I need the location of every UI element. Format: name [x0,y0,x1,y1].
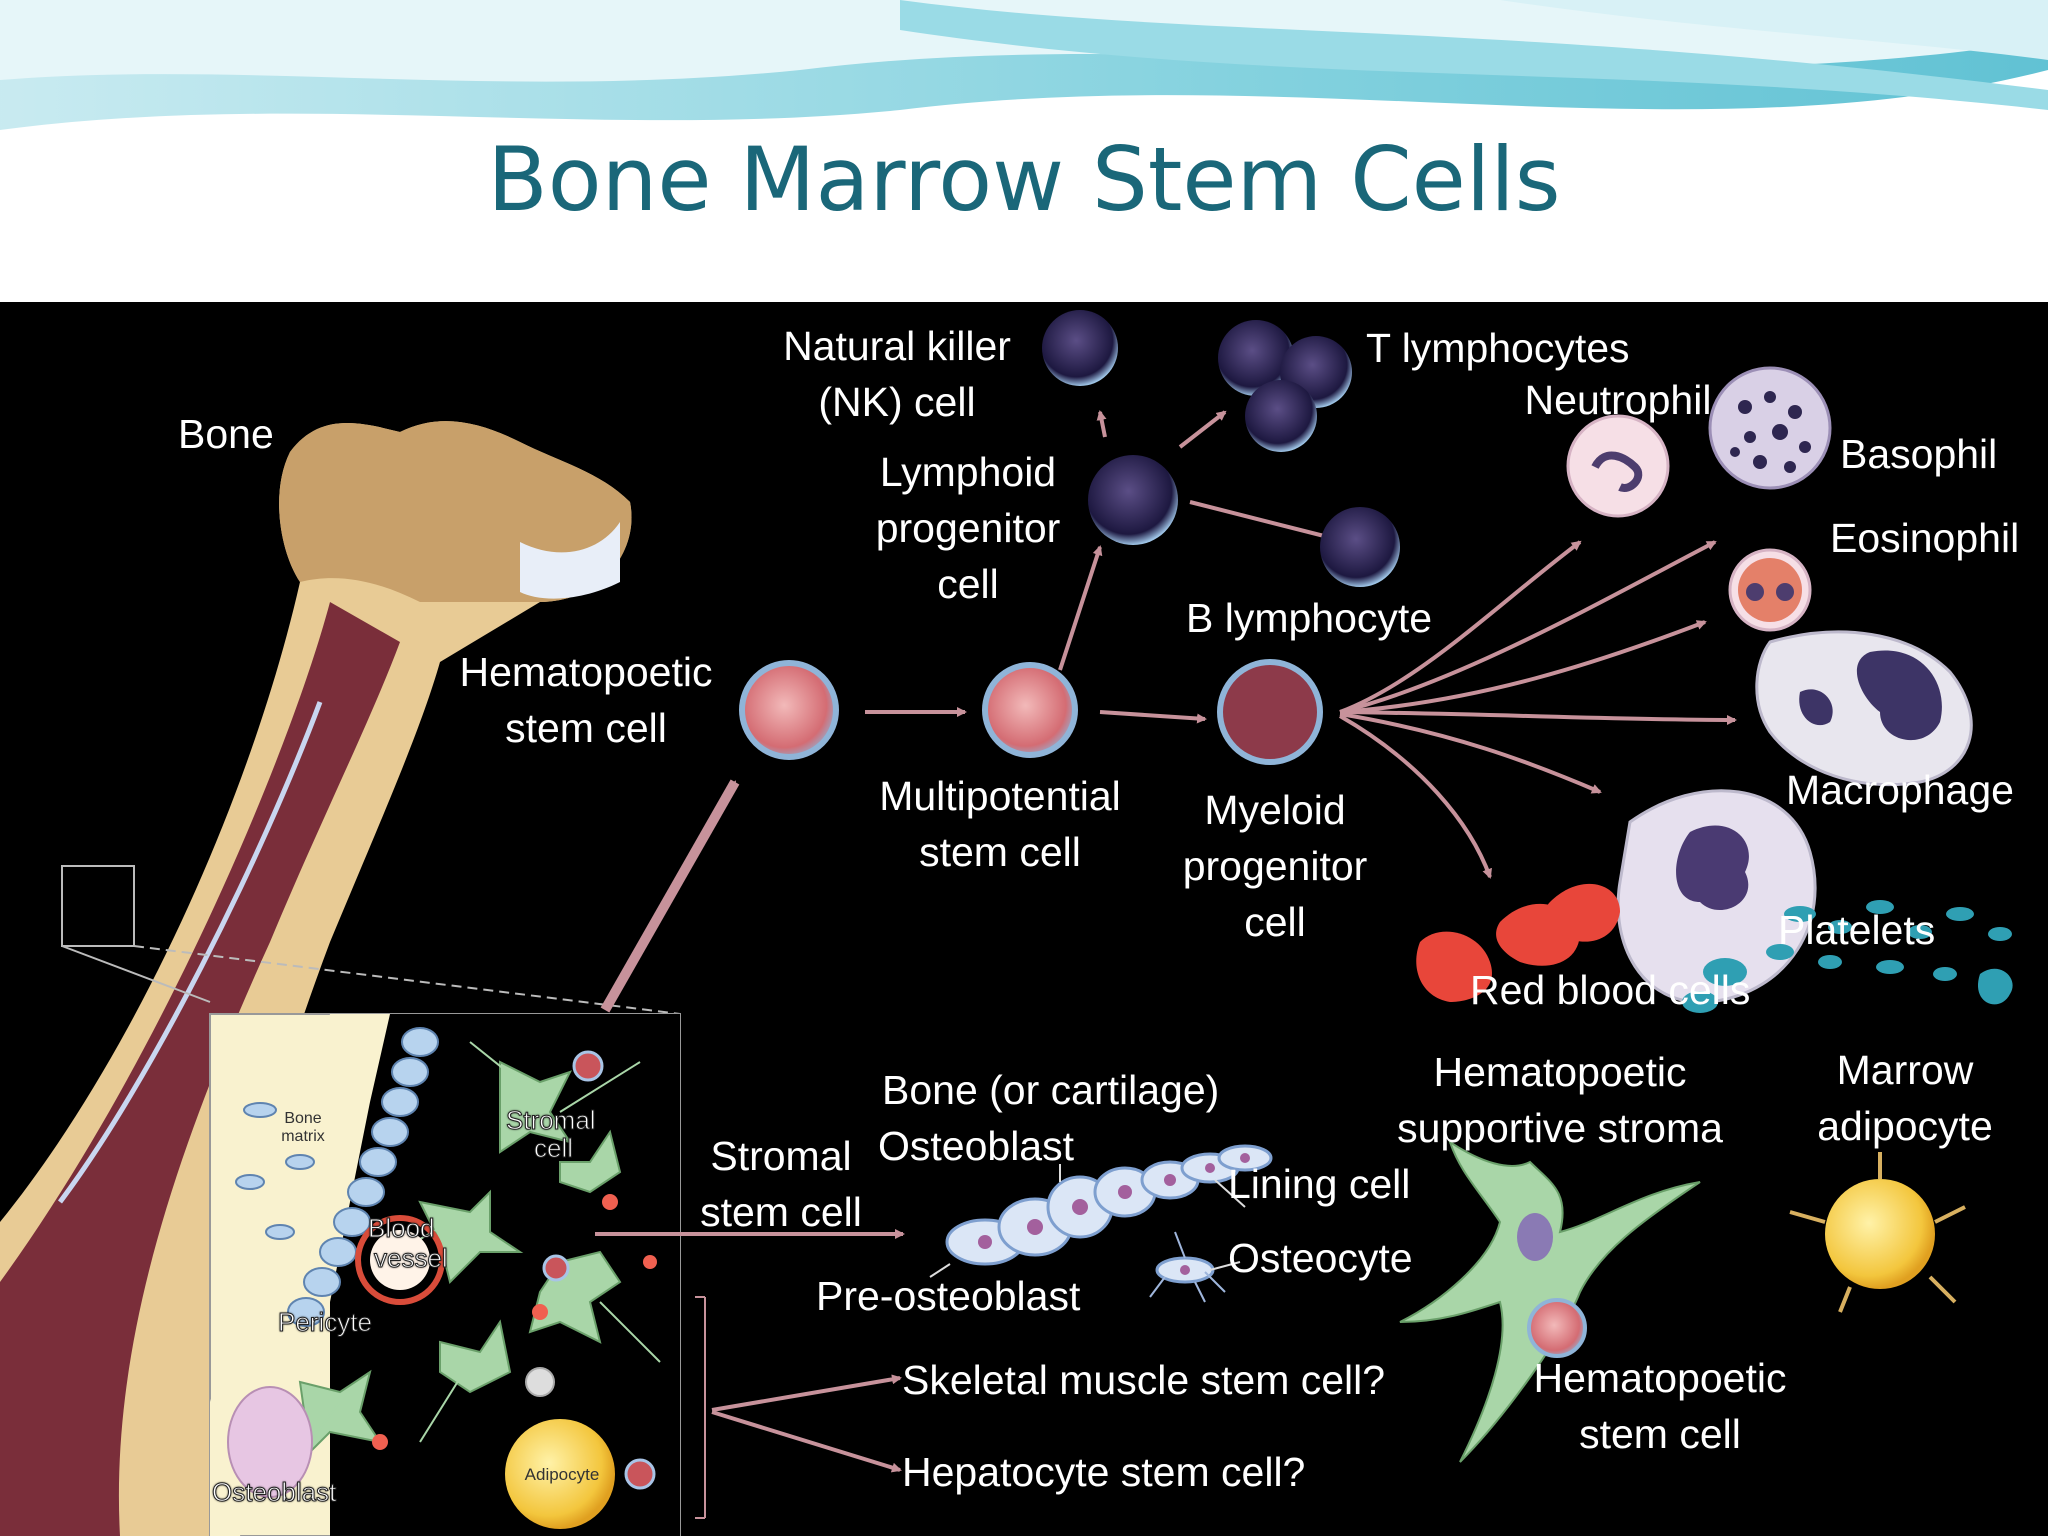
stem-cells [739,310,1400,765]
leader-lines [929,1164,1246,1278]
zoom-box [61,865,135,947]
nk-cell [1042,310,1118,386]
myeloid-cells [1416,366,2013,1013]
hsc-bottom-cell [1527,1298,1587,1358]
marrow-inset [209,1013,706,1536]
platelets-group [1682,900,2013,1013]
diagram-canvas [0,310,2013,1536]
bone-illustration [0,421,632,1536]
basophil-cell [1708,366,1832,490]
header-wave-decoration [0,0,2048,130]
t-lymphocyte-cell-3 [1245,380,1317,452]
hsc-cell [739,660,839,760]
myeloid-progenitor-cell [1217,659,1323,765]
multipotential-cell [982,662,1078,758]
red-blood-cells [1416,883,1620,1002]
stromal-lineage-cells [945,1139,1966,1463]
lymphoid-progenitor-cell [1088,455,1178,545]
inset-osteoblast-cell [227,1386,313,1498]
inset-adipocyte-cell [505,1419,615,1529]
neutrophil-cell [1566,414,1670,518]
slide-title: Bone Marrow Stem Cells [487,128,1561,231]
t-lymphocyte-cell-1 [1218,320,1294,396]
b-lymphocyte-cell [1320,507,1400,587]
slide-header: Bone Marrow Stem Cells [0,0,2048,302]
inset-blood-vessel [355,1215,445,1305]
lineage-arrows [595,410,1737,1473]
marrow-adipocyte-cell [1825,1179,1935,1289]
